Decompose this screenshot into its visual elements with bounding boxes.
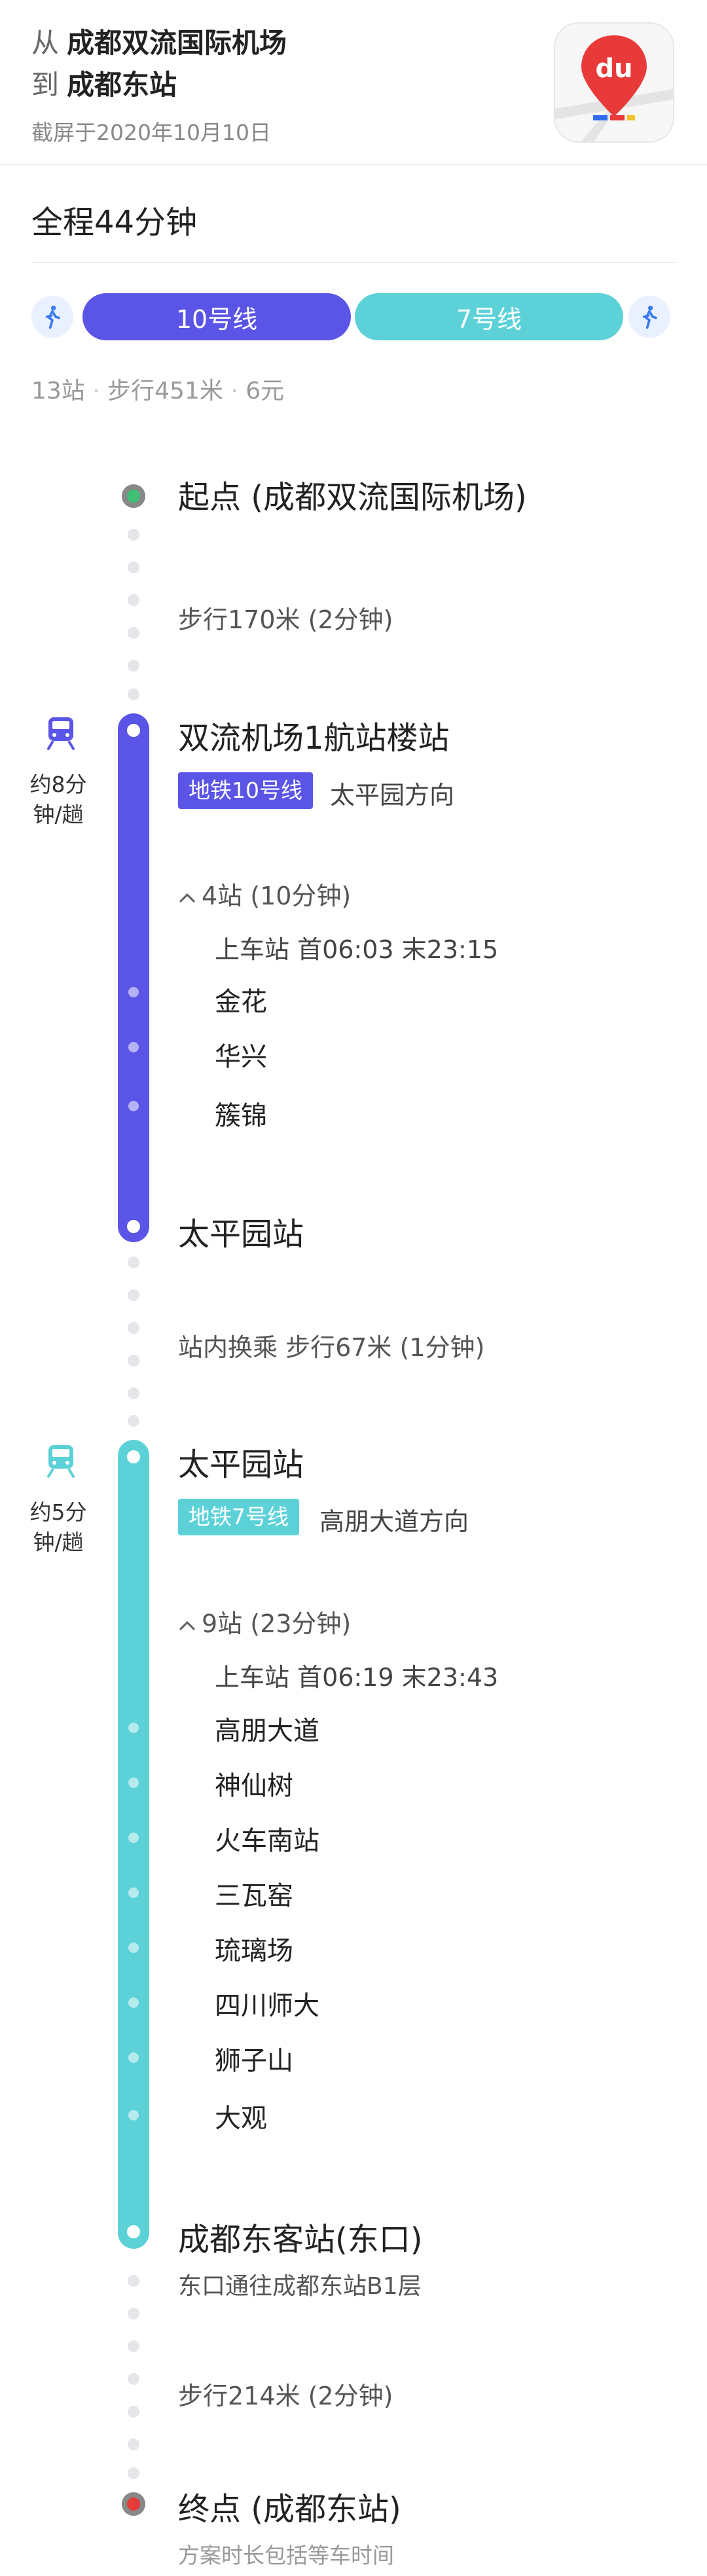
alight-node-line7 — [122, 2220, 145, 2244]
stop-name: 琉璃场 — [215, 1936, 293, 1966]
line-badge-7[interactable]: 地铁7号线 — [178, 1499, 299, 1535]
walk-segment-1: 步行170米 (2分钟) — [178, 605, 393, 634]
stop-name: 金花 — [215, 987, 267, 1017]
walk-end-icon — [628, 296, 670, 338]
alight-station-line10: 太平园站 — [178, 1216, 304, 1253]
walk-dot — [128, 2467, 139, 2479]
walk-dot — [128, 1355, 139, 1367]
board-station-line10: 双流机场1航站楼站 — [178, 720, 450, 757]
board-node-line10 — [122, 719, 145, 742]
segment-pill-line10: 10号线 — [82, 293, 351, 340]
walk-dot — [128, 2340, 139, 2352]
header-divider — [0, 164, 707, 165]
route-meta: 13站 · 步行451米 · 6元 — [31, 378, 285, 404]
end-node — [122, 2492, 145, 2516]
stops-summary-line10: 4站 (10分钟) — [202, 882, 352, 910]
walk-segment-2: 步行214米 (2分钟) — [178, 2382, 393, 2410]
walk-dot — [128, 1415, 139, 1427]
origin-row: 从成都双流国际机场 — [31, 26, 287, 60]
destination-name: 成都东站 — [67, 69, 177, 101]
origin-name: 成都双流国际机场 — [67, 27, 287, 59]
stop-dot — [128, 2052, 139, 2063]
walk-dot — [128, 529, 139, 541]
meta-stops: 13站 — [31, 378, 85, 404]
from-prefix: 从 — [31, 27, 60, 59]
stops-toggle-line10[interactable]: 4站 (10分钟) — [178, 876, 351, 912]
walk-dot — [128, 562, 139, 573]
board-node-line7 — [122, 1445, 145, 1469]
walk-dot — [128, 627, 139, 639]
stop-name: 三瓦窑 — [215, 1881, 293, 1911]
direction-line10: 太平园方向 — [330, 781, 455, 810]
stop-dot — [128, 1101, 139, 1111]
transfer-text: 站内换乘 步行67米 (1分钟) — [178, 1333, 485, 1362]
stop-name: 狮子山 — [215, 2046, 293, 2076]
segment-pill-line7: 7号线 — [355, 293, 623, 340]
walk-dot — [128, 1387, 139, 1399]
subway-icon-line10 — [45, 715, 77, 754]
line7-track — [118, 1440, 149, 2249]
board-station-line7: 太平园站 — [178, 1446, 304, 1483]
walk-start-icon — [31, 296, 73, 338]
stop-name: 火车南站 — [215, 1826, 319, 1856]
stop-dot — [128, 1887, 139, 1898]
chevron-up-icon — [178, 882, 202, 910]
line-badge-10[interactable]: 地铁10号线 — [178, 772, 313, 809]
alight-node-line10 — [122, 1215, 145, 1238]
line10-track — [118, 713, 149, 1242]
screenshot-date: 截屏于2020年10月10日 — [31, 120, 271, 145]
stop-name: 神仙树 — [215, 1771, 293, 1801]
stop-name: 高朋大道 — [215, 1716, 319, 1746]
end-title: 终点 (成都东站) — [178, 2491, 401, 2528]
stops-toggle-line7[interactable]: 9站 (23分钟) — [178, 1603, 351, 1639]
schedule-line7: 上车站 首06:19 末23:43 — [215, 1663, 499, 1692]
stop-dot — [128, 1833, 139, 1843]
walk-dot — [128, 2439, 139, 2450]
stop-name: 大观 — [215, 2103, 267, 2134]
stops-summary-line7: 9站 (23分钟) — [202, 1609, 352, 1638]
app-icon: du — [555, 24, 673, 141]
footnote: 方案时长包括等车时间 — [178, 2543, 394, 2568]
stop-dot — [128, 2110, 139, 2120]
start-title: 起点 (成都双流国际机场) — [178, 479, 527, 516]
stop-dot — [128, 1778, 139, 1788]
stop-name: 簇锦 — [215, 1101, 267, 1131]
start-node — [122, 484, 145, 508]
stop-dot — [128, 1942, 139, 1953]
frequency-line7: 约5分钟/趟 — [29, 1499, 87, 1555]
walk-dot — [128, 2275, 139, 2287]
stop-name: 华兴 — [215, 1042, 267, 1072]
destination-row: 到成都东站 — [31, 68, 177, 102]
chevron-up-icon — [178, 1609, 202, 1638]
walk-dot — [128, 1322, 139, 1334]
subway-icon-line7 — [45, 1442, 77, 1482]
frequency-line10: 约8分钟/趟 — [29, 772, 87, 827]
walk-dot — [128, 2406, 139, 2418]
stop-dot — [128, 987, 139, 997]
stop-dot — [128, 1042, 139, 1052]
walk-dot — [128, 1257, 139, 1268]
to-prefix: 到 — [31, 69, 60, 101]
walk-dot — [128, 2373, 139, 2385]
total-time: 全程44分钟 — [31, 204, 198, 241]
stop-name: 四川师大 — [215, 1991, 319, 2021]
direction-line7: 高朋大道方向 — [319, 1507, 469, 1536]
stop-dot — [128, 1723, 139, 1733]
meta-fare: 6元 — [245, 378, 285, 404]
schedule-line10: 上车站 首06:03 末23:15 — [215, 935, 499, 964]
walk-dot — [128, 1289, 139, 1301]
walk-dot — [128, 660, 139, 671]
app-icon-text: du — [595, 54, 632, 84]
exit-note: 东口通往成都东站B1层 — [178, 2273, 422, 2300]
alight-station-line7: 成都东客站(东口) — [178, 2221, 423, 2258]
stop-dot — [128, 1997, 139, 2008]
walk-dot — [128, 689, 139, 700]
walk-dot — [128, 2308, 139, 2319]
summary-divider — [31, 262, 676, 263]
meta-walk: 步行451米 — [107, 378, 223, 404]
walk-dot — [128, 594, 139, 606]
